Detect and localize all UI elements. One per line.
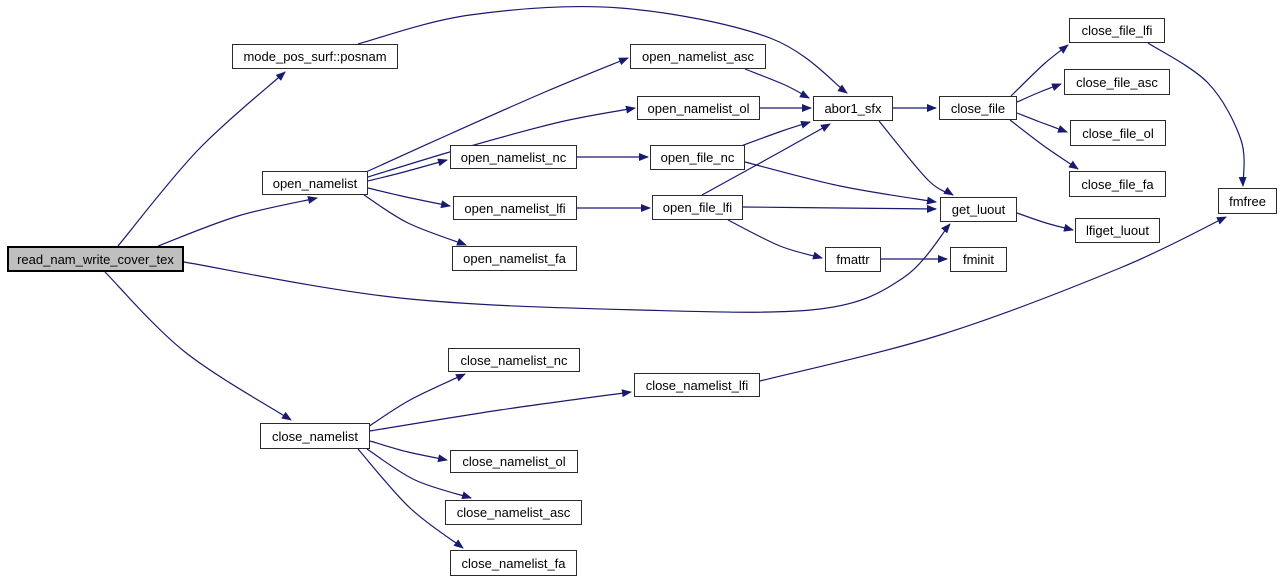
graph-node-close_file[interactable]: close_file <box>939 96 1017 120</box>
graph-node-open_file_nc[interactable]: open_file_nc <box>650 145 745 170</box>
graph-node-label: mode_pos_surf::posnam <box>243 49 387 64</box>
edge-get_luout-to-lfiget_luout <box>1016 212 1074 232</box>
graph-node-open_namelist_ol[interactable]: open_namelist_ol <box>637 96 760 120</box>
graph-node-abor1_sfx[interactable]: abor1_sfx <box>813 96 893 121</box>
graph-node-label: close_namelist_ol <box>462 454 566 469</box>
graph-node-label: close_namelist_nc <box>460 352 568 368</box>
graph-node-fmfree[interactable]: fmfree <box>1218 188 1277 214</box>
edge-open_file_lfi-to-abor1_sfx <box>701 123 831 196</box>
edge-read_nam_write_cover_tex-to-get_luout <box>183 223 951 313</box>
edge-abor1_sfx-to-get_luout <box>878 120 954 196</box>
edge-close_file-to-close_file_fa <box>1009 119 1079 170</box>
edge-close_namelist-to-close_namelist_asc <box>366 448 472 500</box>
graph-node-close_namelist_ol[interactable]: close_namelist_ol <box>450 450 578 473</box>
edge-open_file_nc-to-get_luout <box>744 161 937 205</box>
edge-open_namelist-to-open_namelist_lfi <box>367 187 451 209</box>
graph-node-label: fmattr <box>836 252 870 267</box>
graph-node-close_file_ol[interactable]: close_file_ol <box>1070 120 1166 146</box>
graph-node-close_namelist_asc[interactable]: close_namelist_asc <box>445 500 582 525</box>
graph-node-label: close_file_asc <box>1076 74 1158 90</box>
edge-close_namelist-to-close_namelist_ol <box>369 440 448 463</box>
graph-node-label: fminit <box>962 252 995 267</box>
edge-mode_pos_surf_posnam-to-abor1_sfx <box>357 6 848 94</box>
graph-node-label: lfiget_luout <box>1086 223 1149 238</box>
edge-open_namelist-to-open_namelist_fa <box>363 194 467 246</box>
edge-open_namelist-to-open_namelist_ol <box>367 105 636 178</box>
edge-close_file_lfi-to-fmfree <box>1147 42 1247 187</box>
edge-close_file-to-close_file_asc <box>1016 83 1062 103</box>
graph-node-close_file_asc[interactable]: close_file_asc <box>1064 69 1170 95</box>
edge-open_namelist_asc-to-abor1_sfx <box>744 68 810 99</box>
edge-open_namelist-to-open_namelist_nc <box>367 158 448 182</box>
edge-open_namelist-to-open_namelist_asc <box>365 57 629 173</box>
graph-node-label: open_namelist_nc <box>460 149 567 165</box>
graph-node-mode_pos_surf_posnam[interactable]: mode_pos_surf::posnam <box>232 44 398 69</box>
graph-node-open_file_lfi[interactable]: open_file_lfi <box>652 195 743 220</box>
graph-node-label: close_file_lfi <box>1081 23 1153 38</box>
edge-open_file_nc-to-abor1_sfx <box>740 120 811 147</box>
graph-node-label: read_nam_write_cover_tex <box>17 251 174 267</box>
graph-node-label: close_namelist <box>272 428 358 444</box>
graph-node-close_namelist[interactable]: close_namelist <box>260 423 370 449</box>
graph-node-label: open_file_nc <box>660 150 735 165</box>
edge-close_namelist-to-close_namelist_fa <box>357 448 464 549</box>
graph-node-close_namelist_fa[interactable]: close_namelist_fa <box>450 550 577 576</box>
graph-node-label: open_namelist_ol <box>647 100 750 116</box>
graph-node-get_luout[interactable]: get_luout <box>940 197 1017 222</box>
graph-node-label: abor1_sfx <box>824 101 882 116</box>
graph-node-close_file_lfi[interactable]: close_file_lfi <box>1069 18 1165 43</box>
graph-node-label: close_namelist_lfi <box>645 377 749 393</box>
edge-read_nam_write_cover_tex-to-open_namelist <box>157 196 318 247</box>
graph-node-label: fmfree <box>1229 193 1266 209</box>
edge-close_file-to-close_file_ol <box>1016 112 1068 133</box>
graph-node-open_namelist_nc[interactable]: open_namelist_nc <box>450 145 577 169</box>
graph-node-label: close_file_ol <box>1082 125 1154 141</box>
edge-close_namelist-to-close_namelist_nc <box>367 373 466 428</box>
graph-node-label: get_luout <box>951 202 1006 217</box>
graph-node-label: open_namelist_fa <box>463 251 566 266</box>
edge-open_file_lfi-to-fmattr <box>727 219 823 260</box>
edge-open_file_lfi-to-get_luout <box>742 204 937 213</box>
edge-close_file-to-close_file_lfi <box>1010 44 1069 97</box>
edge-close_namelist-to-close_namelist_lfi <box>369 389 632 432</box>
graph-node-open_namelist[interactable]: open_namelist <box>262 171 368 195</box>
graph-node-open_namelist_asc[interactable]: open_namelist_asc <box>630 44 766 69</box>
graph-node-close_file_fa[interactable]: close_file_fa <box>1069 171 1166 197</box>
graph-node-label: open_namelist <box>272 175 358 191</box>
graph-node-label: open_namelist_asc <box>641 49 755 64</box>
graph-node-label: close_file <box>950 100 1006 116</box>
edge-read_nam_write_cover_tex-to-close_namelist <box>104 271 292 421</box>
graph-node-close_namelist_lfi[interactable]: close_namelist_lfi <box>634 373 760 397</box>
graph-node-open_namelist_lfi[interactable]: open_namelist_lfi <box>453 196 577 220</box>
graph-node-open_namelist_fa[interactable]: open_namelist_fa <box>452 246 577 271</box>
graph-node-label: close_namelist_asc <box>456 505 571 520</box>
graph-node-fminit[interactable]: fminit <box>950 247 1007 272</box>
graph-node-fmattr[interactable]: fmattr <box>825 247 881 272</box>
graph-node-lfiget_luout[interactable]: lfiget_luout <box>1075 218 1160 243</box>
edge-close_namelist_lfi-to-fmfree <box>759 216 1227 382</box>
graph-node-label: open_namelist_lfi <box>464 200 566 216</box>
graph-node-close_namelist_nc[interactable]: close_namelist_nc <box>448 348 580 372</box>
graph-node-read_nam_write_cover_tex[interactable]: read_nam_write_cover_tex <box>7 246 184 272</box>
graph-node-label: open_file_lfi <box>662 200 733 215</box>
graph-node-label: close_namelist_fa <box>461 555 566 571</box>
graph-node-label: close_file_fa <box>1081 176 1154 192</box>
edge-read_nam_write_cover_tex-to-mode_pos_surf_posnam <box>117 71 286 247</box>
